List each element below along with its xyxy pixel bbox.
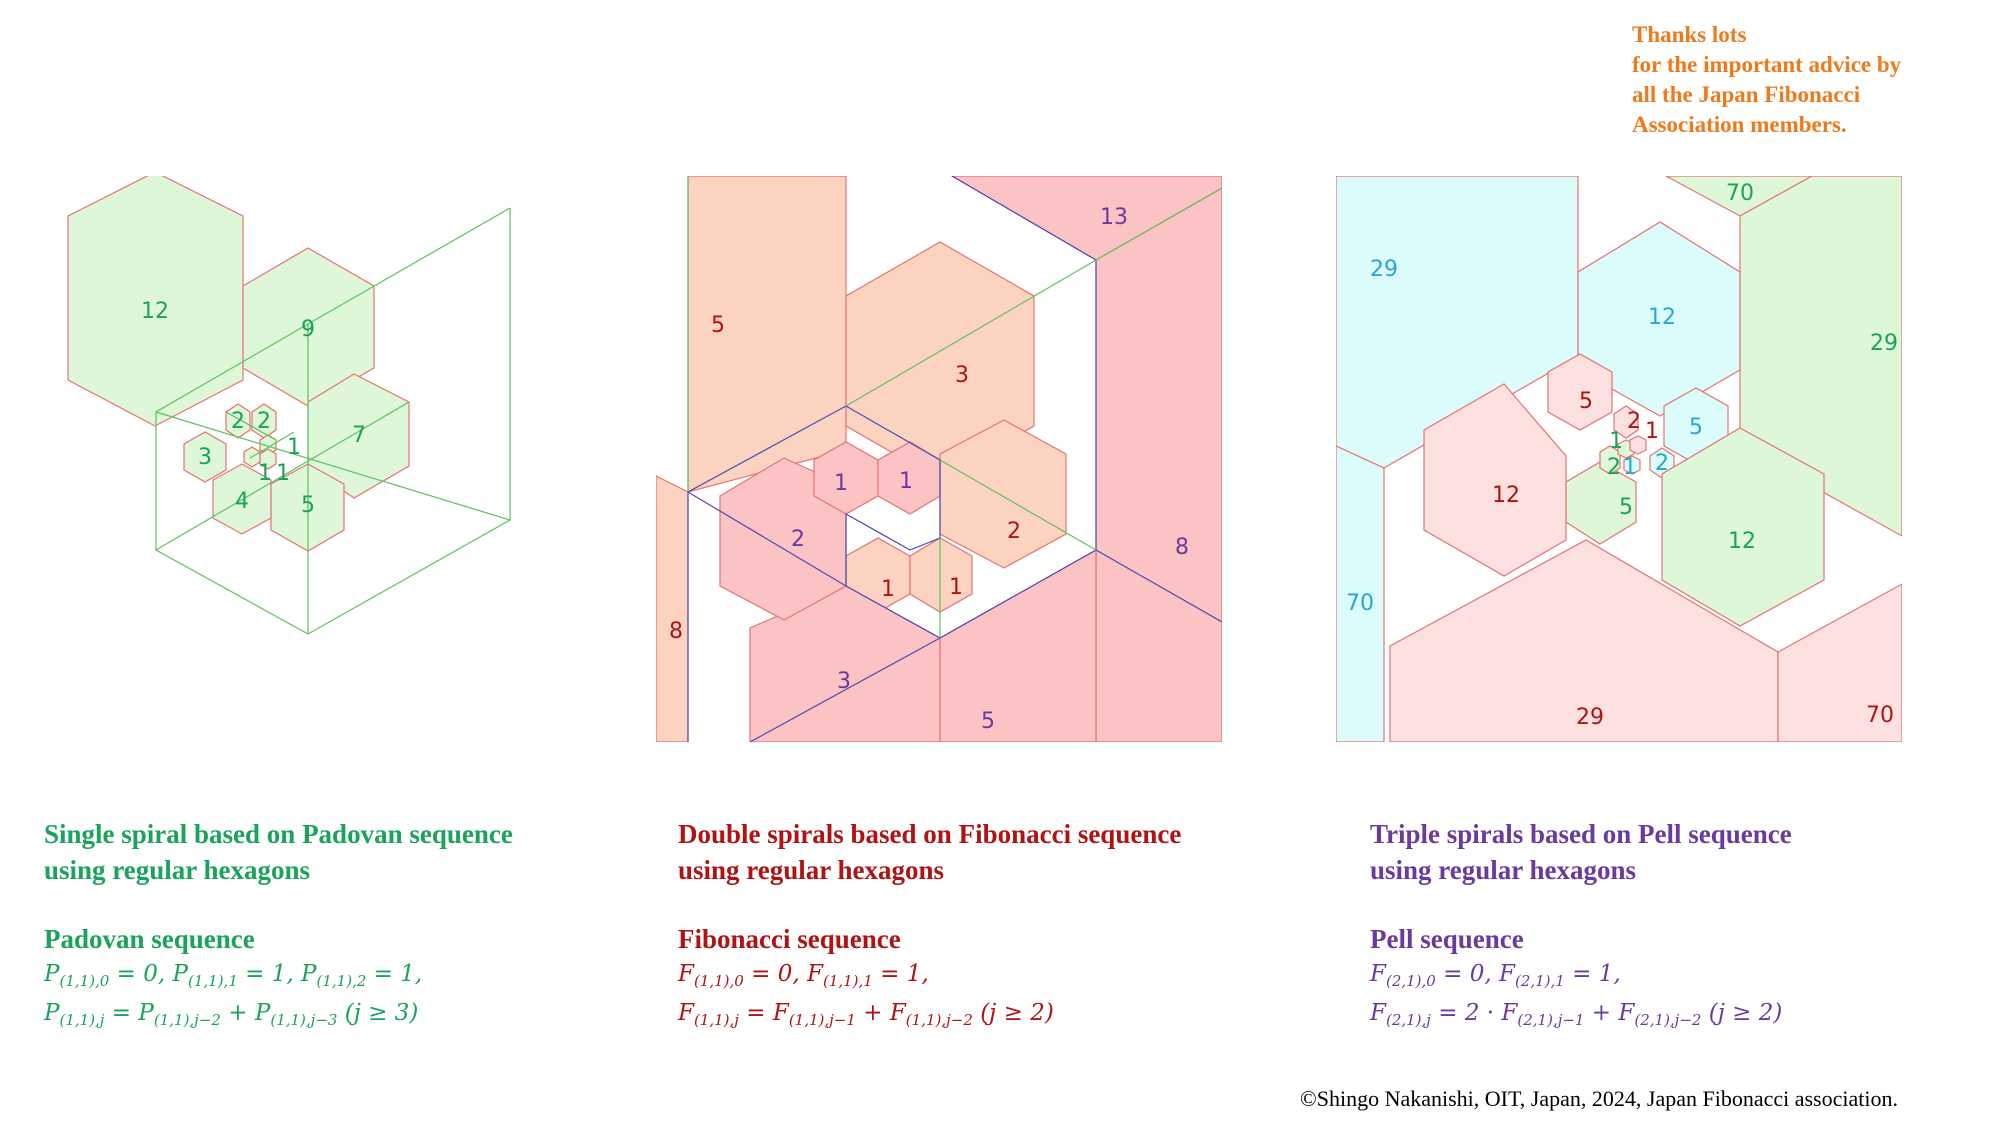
hex-label: 70 bbox=[1726, 181, 1754, 206]
spiral-line bbox=[749, 637, 941, 742]
hexagon-1-pink bbox=[1629, 435, 1647, 455]
hexagon-2-pink bbox=[1613, 405, 1639, 439]
thanks-line: all the Japan Fibonacci bbox=[1632, 82, 1861, 107]
hex-label: 1 bbox=[881, 577, 895, 602]
hex-label: 2 bbox=[1655, 451, 1669, 476]
hex-label: 1 bbox=[834, 471, 848, 496]
hex-label: 9 bbox=[301, 317, 315, 342]
hex-label: 12 bbox=[1492, 483, 1520, 508]
hex-label: 8 bbox=[1175, 535, 1189, 560]
padovan-formula: P(1,1),0 = 0, P(1,1),1 = 1, P(1,1),2 = 1… bbox=[44, 958, 422, 1036]
title-line: using regular hexagons bbox=[678, 855, 945, 885]
spiral-line bbox=[249, 431, 295, 459]
hex-label: 70 bbox=[1866, 703, 1894, 728]
title-line: using regular hexagons bbox=[44, 855, 311, 885]
pell-formula: F(2,1),0 = 0, F(2,1),1 = 1, F(2,1),j = 2… bbox=[1370, 958, 1782, 1036]
hexagon-2a bbox=[225, 403, 251, 439]
hex-label: 5 bbox=[1689, 415, 1703, 440]
hex-label: 2 bbox=[231, 409, 245, 434]
hex-label: 1 bbox=[1645, 419, 1659, 444]
pell-title: Triple spirals based on Pell sequence us… bbox=[1370, 816, 1792, 888]
thanks-line: Thanks lots bbox=[1632, 22, 1747, 47]
spiral-line bbox=[225, 411, 277, 441]
spiral-line-green bbox=[939, 459, 1097, 551]
fibonacci-seq-name: Fibonacci sequence bbox=[678, 924, 901, 954]
hexagon-3 bbox=[183, 431, 227, 483]
pell-spiral-diagram: 29 12 5 2 1 70 29 12 5 2 1 70 29 12 5 2 … bbox=[1336, 176, 1902, 742]
hex-label: 29 bbox=[1370, 257, 1398, 282]
hex-label: 5 bbox=[301, 493, 315, 518]
hex-label: 12 bbox=[141, 299, 169, 324]
spiral-line bbox=[1095, 549, 1222, 623]
thanks-line: for the important advice by bbox=[1632, 52, 1902, 77]
fibonacci-title: Double spirals based on Fibonacci sequen… bbox=[678, 816, 1181, 888]
title-line: using regular hexagons bbox=[1370, 855, 1637, 885]
fibonacci-formula: F(1,1),0 = 0, F(1,1),1 = 1, F(1,1),j = F… bbox=[678, 958, 1054, 1036]
hexagon-70-pink bbox=[1777, 583, 1902, 742]
hex-label: 1 bbox=[949, 575, 963, 600]
hex-label: 1 bbox=[1623, 455, 1637, 480]
hex-label: 2 bbox=[1007, 519, 1021, 544]
hex-label: 3 bbox=[837, 669, 851, 694]
formula-line: F(2,1),0 = 0, F(2,1),1 = 1, bbox=[1370, 961, 1621, 990]
formula-line: P(1,1),j = P(1,1),j−2 + P(1,1),j−3 (j ≥ … bbox=[44, 1000, 419, 1029]
hex-label: 1 bbox=[899, 469, 913, 494]
formula-line: F(1,1),j = F(1,1),j−1 + F(1,1),j−2 (j ≥ … bbox=[678, 1000, 1054, 1029]
hex-label: 3 bbox=[955, 363, 969, 388]
hex-label: 29 bbox=[1576, 705, 1604, 730]
hex-label: 8 bbox=[669, 619, 683, 644]
hex-label: 7 bbox=[352, 423, 366, 448]
title-line: Triple spirals based on Pell sequence bbox=[1370, 819, 1792, 849]
hex-label: 12 bbox=[1648, 305, 1676, 330]
hexagon-1-cyan bbox=[1623, 455, 1641, 475]
hex-label: 13 bbox=[1100, 205, 1128, 230]
hex-label: 5 bbox=[711, 313, 725, 338]
hexagon-3-peach bbox=[845, 241, 1035, 481]
hex-label: 1 bbox=[258, 461, 272, 486]
hexagon-12 bbox=[67, 176, 244, 427]
hexagon-5-pink bbox=[1547, 353, 1613, 431]
hex-label: 5 bbox=[1619, 495, 1633, 520]
spiral-line-green bbox=[1095, 187, 1222, 261]
hexagon-12-green bbox=[1661, 427, 1825, 627]
hex-label: 1 bbox=[276, 461, 290, 486]
hex-label: 5 bbox=[981, 709, 995, 734]
thanks-note: Thanks lots for the important advice by … bbox=[1632, 20, 1901, 140]
title-line: Double spirals based on Fibonacci sequen… bbox=[678, 819, 1182, 849]
hex-label: 1 bbox=[1609, 429, 1623, 454]
hex-label: 2 bbox=[791, 527, 805, 552]
hexagon-70-cyan bbox=[1336, 445, 1385, 742]
hex-label: 2 bbox=[1607, 455, 1621, 480]
spiral-line bbox=[687, 491, 847, 587]
spiral-line bbox=[155, 411, 511, 521]
thanks-line: Association members. bbox=[1632, 112, 1847, 137]
hex-label: 1 bbox=[287, 435, 301, 460]
hex-label: 5 bbox=[1579, 389, 1593, 414]
hexagon-8-peach bbox=[656, 475, 689, 742]
hex-label: 3 bbox=[198, 445, 212, 470]
formula-line: P(1,1),0 = 0, P(1,1),1 = 1, P(1,1),2 = 1… bbox=[44, 961, 423, 990]
padovan-title: Single spiral based on Padovan sequence … bbox=[44, 816, 513, 888]
formula-line: F(1,1),0 = 0, F(1,1),1 = 1, bbox=[678, 961, 929, 990]
padovan-spiral-diagram: 12 9 7 5 4 3 2 2 1 1 1 bbox=[67, 176, 511, 635]
hex-label: 70 bbox=[1346, 591, 1374, 616]
hexagon-12-pink bbox=[1423, 383, 1567, 577]
hexagon-8-pink bbox=[1095, 187, 1222, 742]
formula-line: F(2,1),j = 2 · F(2,1),j−1 + F(2,1),j−2 (… bbox=[1370, 1000, 1783, 1029]
hex-label: 2 bbox=[257, 409, 271, 434]
hex-label: 29 bbox=[1870, 331, 1898, 356]
copyright-notice: ©Shingo Nakanishi, OIT, Japan, 2024, Jap… bbox=[1300, 1086, 1898, 1111]
pell-seq-name: Pell sequence bbox=[1370, 924, 1524, 954]
hex-label: 2 bbox=[1627, 409, 1641, 434]
hexagon-2-green bbox=[1599, 445, 1621, 475]
hex-label: 4 bbox=[235, 489, 249, 514]
padovan-seq-name: Padovan sequence bbox=[44, 924, 255, 954]
spiral-line-green bbox=[845, 259, 1097, 407]
hex-label: 12 bbox=[1728, 529, 1756, 554]
spiral-line bbox=[155, 401, 410, 551]
hexagon-1c bbox=[259, 448, 277, 470]
title-line: Single spiral based on Padovan sequence bbox=[44, 819, 513, 849]
fibonacci-spiral-diagram: 5 3 2 1 1 8 13 8 5 3 2 1 1 bbox=[656, 176, 1222, 742]
